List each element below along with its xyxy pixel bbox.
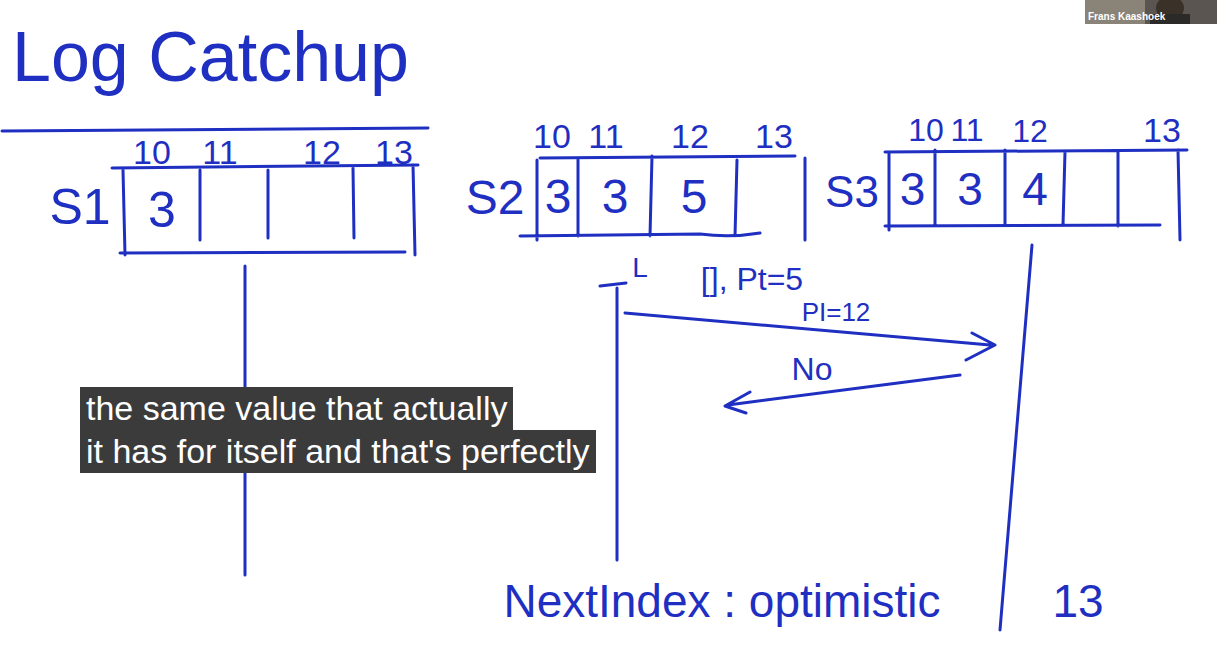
- entry-term: 3: [148, 185, 176, 235]
- server-name: S3: [825, 170, 879, 214]
- log-index: 13: [375, 135, 413, 169]
- log-grid: [885, 150, 1187, 240]
- log-index: 11: [950, 114, 983, 146]
- log-entry: 3: [579, 158, 651, 236]
- log-index: 13: [755, 119, 793, 153]
- log-row: S3334: [889, 151, 1180, 227]
- log-row: S2335: [537, 157, 805, 237]
- server-name: S2: [466, 174, 525, 222]
- entry-term: 5: [681, 173, 708, 221]
- log-row: S13: [120, 166, 416, 254]
- log-index: 12: [671, 119, 709, 153]
- message-args: PI=12: [799, 299, 874, 325]
- board-title: Log Catchup: [12, 22, 409, 92]
- reply-arrow: [725, 375, 960, 413]
- next-index-note: NextIndex : optimistic: [503, 578, 940, 624]
- log-index: 10: [533, 119, 571, 153]
- log-index: 13: [1143, 113, 1181, 147]
- message-args: [], Pt=5: [701, 263, 803, 295]
- subtitle-band: it has for itself and that's perfectly: [80, 430, 596, 473]
- speaker-name: Frans Kaashoek: [1088, 12, 1165, 22]
- entry-term: 3: [602, 173, 629, 221]
- subtitle-band: the same value that actually: [80, 387, 513, 430]
- entry-term: 3: [900, 166, 926, 212]
- leader-mark: L: [632, 254, 648, 282]
- subtitle-text: it has for itself and that's perfectly: [86, 430, 590, 473]
- timeline: [1000, 245, 1032, 630]
- entry-term: 3: [545, 173, 572, 221]
- subtitle-text: the same value that actually: [86, 387, 507, 430]
- log-index: 10: [133, 135, 171, 169]
- log-index: 12: [1012, 115, 1048, 147]
- webcam-thumbnail: [1085, 0, 1217, 24]
- reply-label: No: [789, 353, 836, 385]
- log-index: 12: [303, 135, 341, 169]
- server-name: S1: [49, 182, 110, 232]
- next-index-value: 13: [1052, 578, 1103, 624]
- title-underline: [2, 128, 428, 131]
- log-index: 11: [588, 119, 623, 153]
- name-tag: Frans Kaashoek: [1085, 0, 1217, 24]
- log-grid: [112, 165, 418, 255]
- log-entry: 3: [936, 152, 1004, 226]
- timeline: [600, 283, 626, 560]
- log-entry: 5: [652, 158, 736, 236]
- log-index: 10: [908, 114, 944, 146]
- log-index: 11: [202, 135, 237, 169]
- log-entry: 3: [538, 158, 578, 236]
- log-entry: 4: [1006, 152, 1064, 226]
- log-grid: [520, 156, 805, 240]
- log-entry: 3: [124, 168, 200, 252]
- entry-term: 4: [1022, 166, 1048, 212]
- log-entry: 3: [890, 152, 935, 226]
- entry-term: 3: [957, 166, 983, 212]
